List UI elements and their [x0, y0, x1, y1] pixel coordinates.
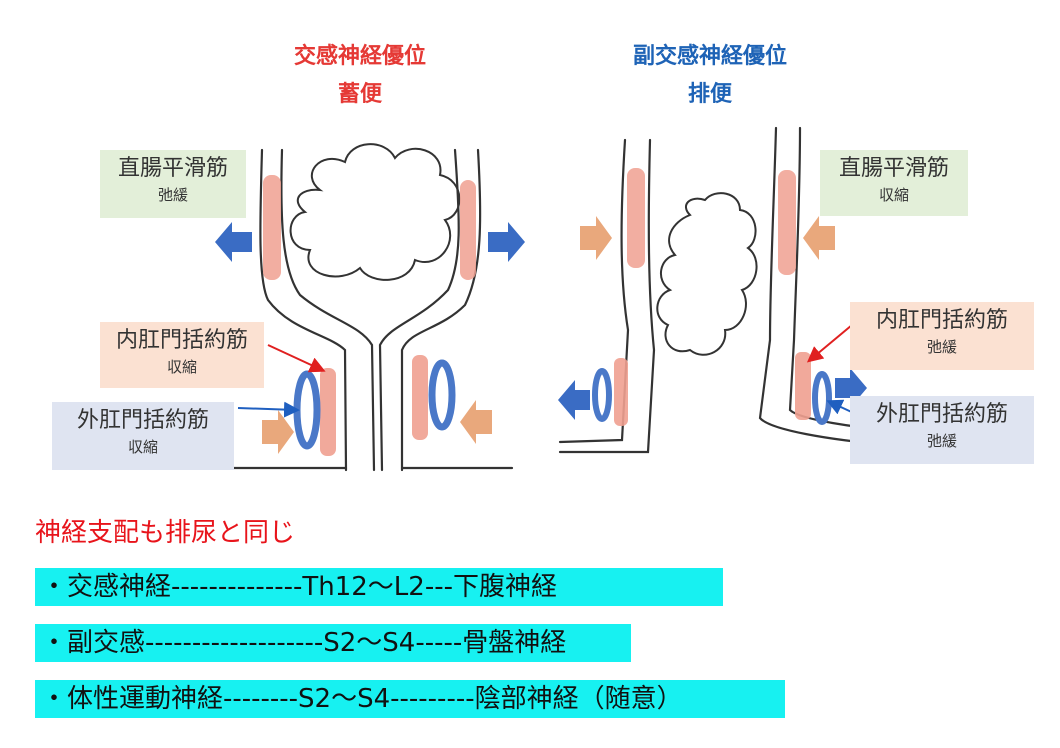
right-rectal-smooth-muscle-name: 直腸平滑筋 [838, 156, 949, 181]
right-stool [656, 192, 758, 356]
left-smooth-muscle-right [460, 180, 476, 280]
left-smooth-muscle-left [263, 175, 281, 280]
right-smooth-muscle-left [627, 168, 645, 268]
bullet-sympathetic: ・交感神経--------------Th12〜L2---下腹神経 [35, 568, 723, 606]
right-open-arrow-right [835, 368, 867, 408]
right-contract-arrow-right [803, 216, 835, 260]
anatomy-diagram [215, 126, 892, 472]
left-rectal-smooth-muscle-name: 直腸平滑筋 [117, 156, 228, 181]
left-rectal-smooth-muscle-state: 弛緩 [157, 186, 188, 204]
left-rectal-smooth-muscle-label: 直腸平滑筋 弛緩 [100, 150, 246, 218]
innervation-note: 神経支配も排尿と同じ [35, 518, 296, 548]
right-external-sphincter-state: 弛緩 [926, 432, 957, 450]
right-title: 副交感神経優位 排便 [610, 38, 810, 108]
right-rectal-smooth-muscle-label: 直腸平滑筋 収縮 [820, 150, 968, 216]
right-rectum-wall [558, 126, 892, 454]
right-contract-arrow-left [580, 216, 612, 260]
right-internal-sphincter-right [795, 352, 811, 420]
left-external-pointer [237, 401, 300, 418]
right-internal-sphincter-state: 弛緩 [926, 338, 957, 356]
right-external-sphincter-left [592, 368, 612, 422]
left-internal-sphincter-left [320, 368, 336, 456]
right-open-arrow-left [558, 380, 590, 420]
left-external-sphincter-label: 外肛門括約筋 収縮 [52, 402, 234, 470]
left-internal-sphincter-label: 内肛門括約筋 収縮 [100, 322, 264, 388]
bullet-parasympathetic: ・副交感-------------------S2〜S4-----骨盤神経 [35, 624, 631, 662]
right-smooth-muscle-right [778, 170, 796, 275]
left-relax-arrow-right [488, 222, 525, 262]
left-internal-sphincter-state: 収縮 [166, 358, 197, 376]
left-external-sphincter-left [293, 370, 321, 450]
left-internal-sphincter-right [412, 355, 428, 440]
left-stool [289, 143, 461, 281]
left-external-sphincter-name: 外肛門括約筋 [76, 408, 209, 433]
right-internal-sphincter-left [614, 358, 628, 426]
right-external-sphincter-name: 外肛門括約筋 [875, 402, 1008, 427]
left-title: 交感神経優位 蓄便 [270, 38, 450, 108]
right-external-sphincter-right [812, 371, 832, 425]
left-squeeze-arrow-left [262, 410, 294, 454]
left-relax-arrow-left [215, 222, 252, 262]
left-squeeze-arrow-right [460, 400, 492, 444]
left-title-line1: 交感神経優位 [293, 44, 426, 69]
left-external-sphincter-state: 収縮 [127, 438, 158, 456]
right-rectal-smooth-muscle-state: 収縮 [878, 186, 909, 204]
right-title-line2: 排便 [687, 82, 732, 107]
right-title-line1: 副交感神経優位 [632, 44, 787, 69]
left-title-line2: 蓄便 [337, 82, 382, 107]
left-external-sphincter-right [428, 359, 456, 431]
right-internal-sphincter-name: 内肛門括約筋 [875, 308, 1008, 333]
left-rectum-wall [220, 148, 514, 472]
left-internal-sphincter-name: 内肛門括約筋 [115, 328, 248, 353]
bullet-somatic-motor: ・体性運動神経--------S2〜S4---------陰部神経（随意） [35, 680, 785, 718]
right-internal-sphincter-label: 内肛門括約筋 弛緩 [850, 302, 1034, 370]
left-internal-pointer [267, 344, 326, 373]
right-external-sphincter-label: 外肛門括約筋 弛緩 [850, 396, 1034, 464]
